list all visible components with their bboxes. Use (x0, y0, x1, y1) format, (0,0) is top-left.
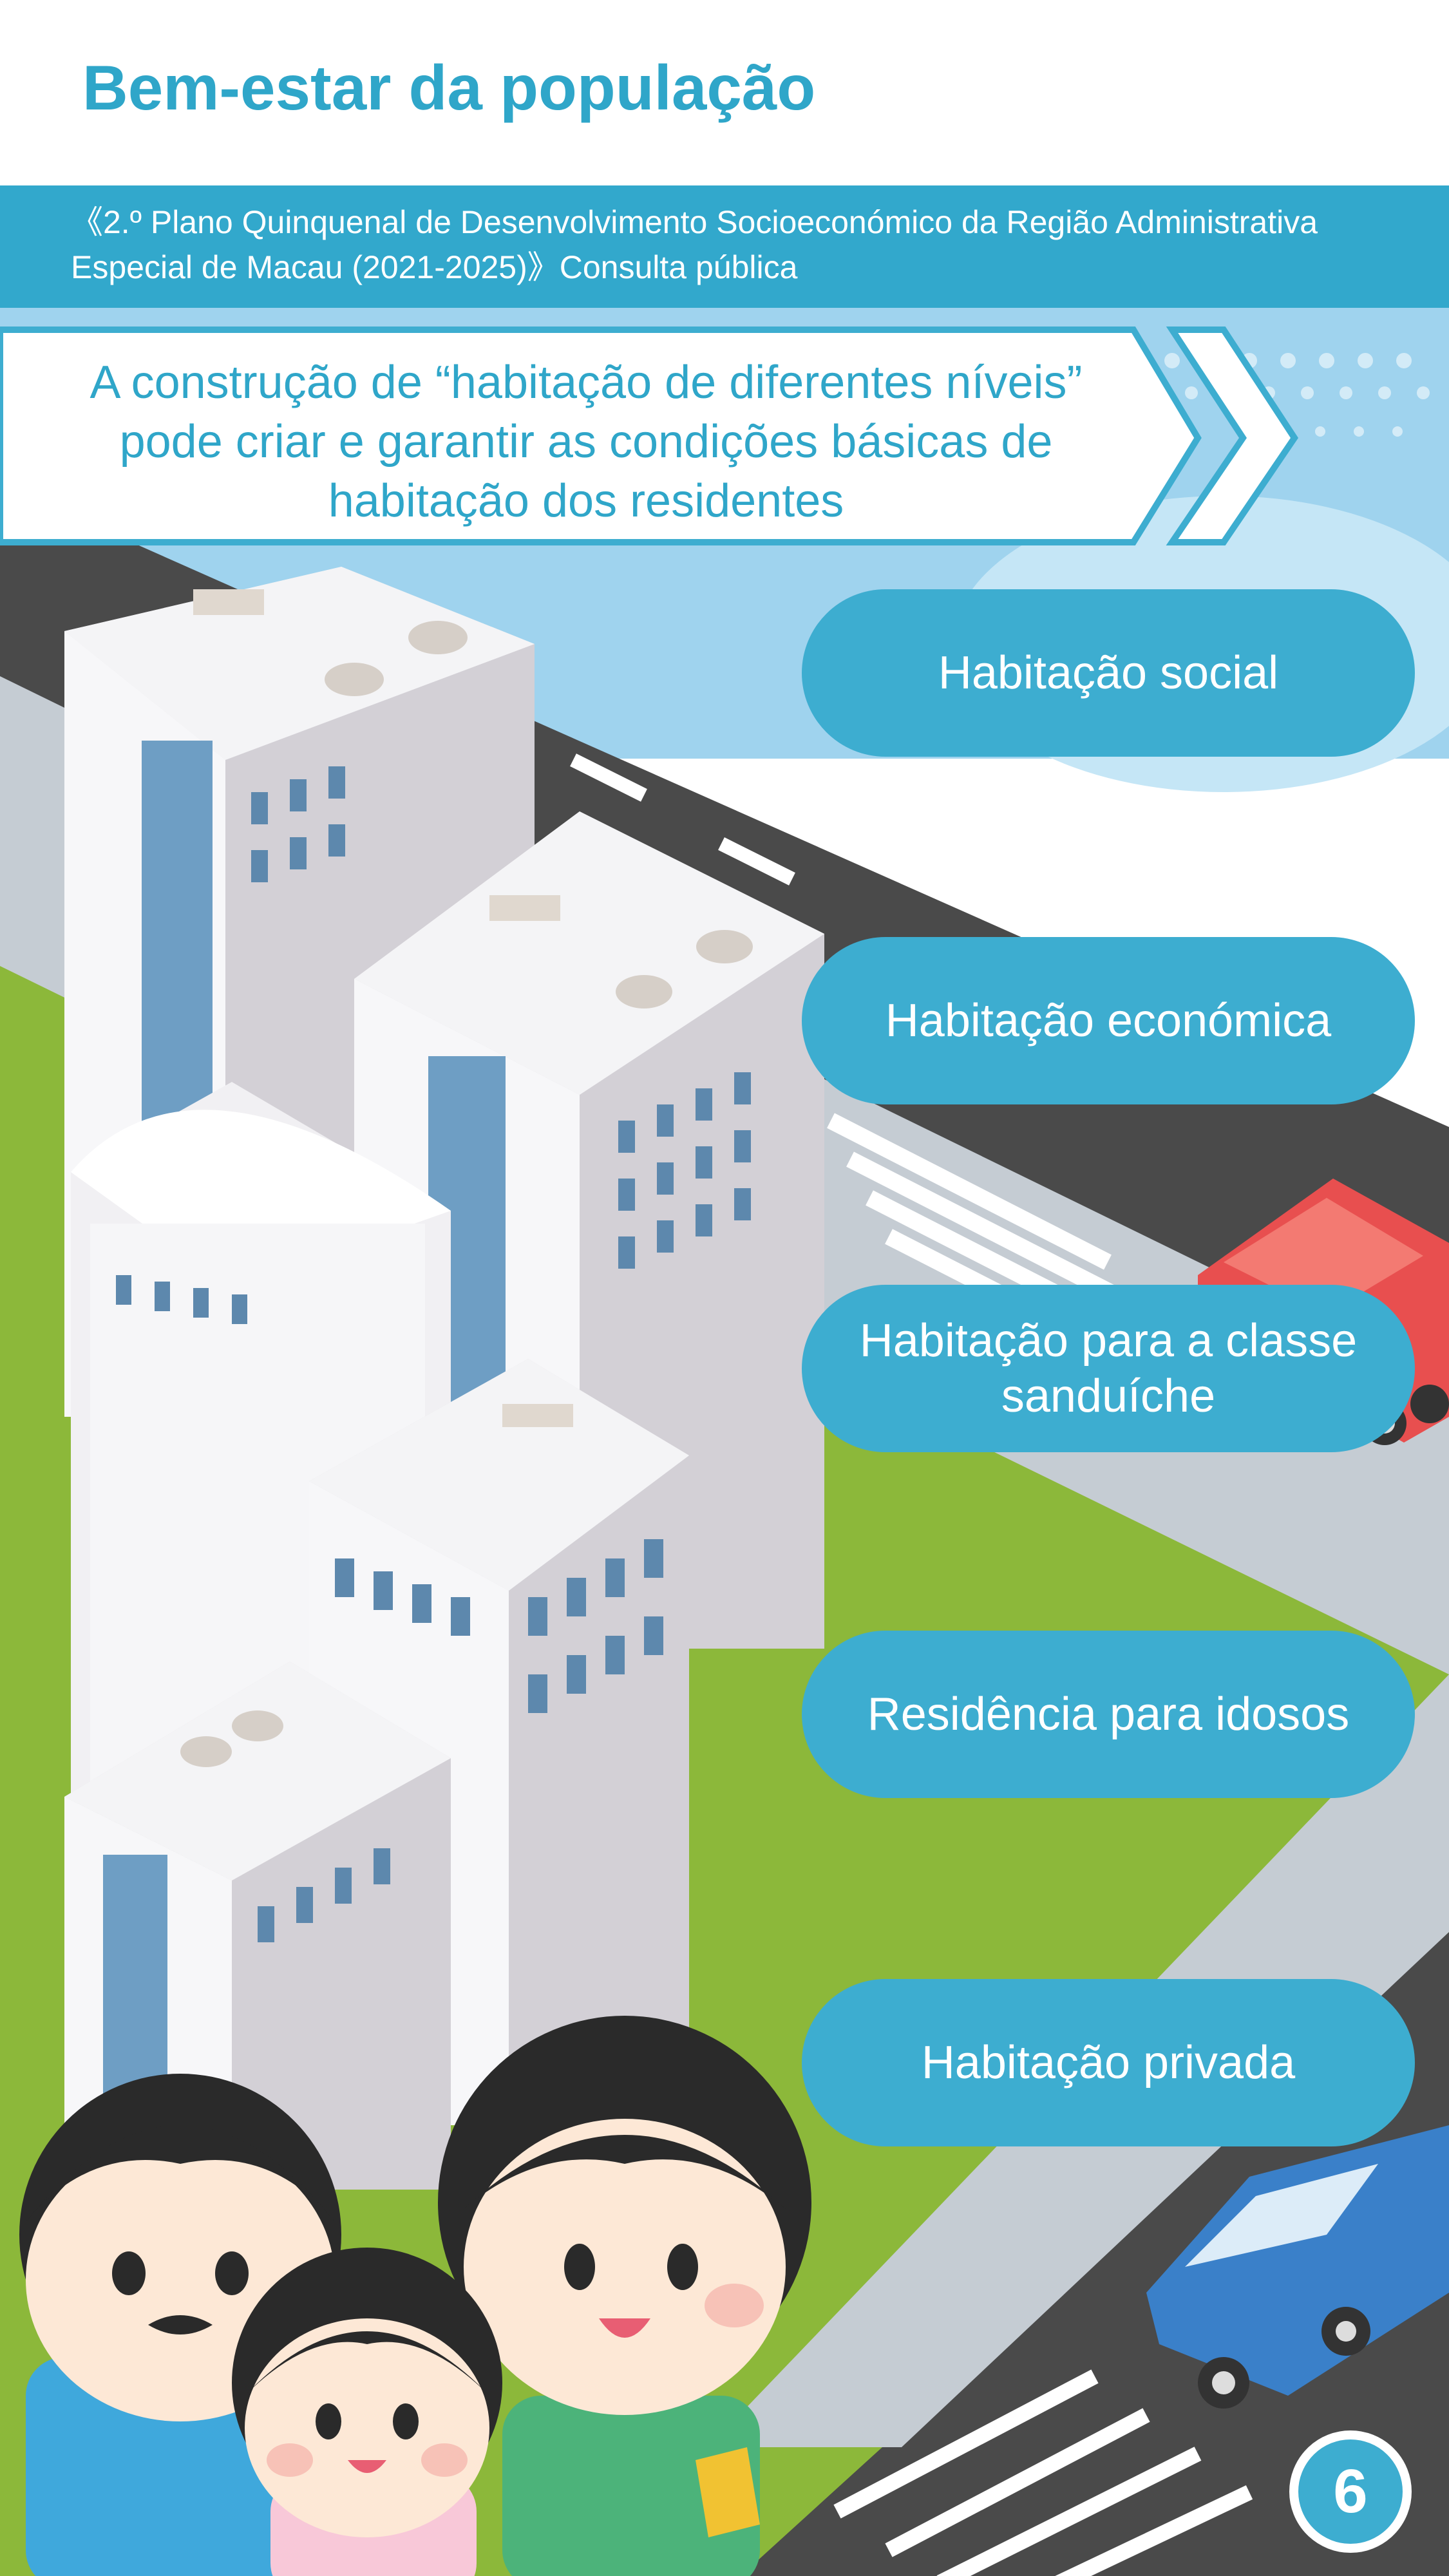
housing-type-economic: Habitação económica (802, 937, 1415, 1104)
housing-type-social: Habitação social (802, 589, 1415, 757)
banner-text: 《2.º Plano Quinquenal de Desenvolvimento… (71, 204, 1318, 285)
headline: A construção de “habitação de diferentes… (90, 357, 1083, 527)
page-number: 6 (1289, 2430, 1412, 2553)
housing-type-sandwich-class: Habitação para a classe sanduíche (802, 1285, 1415, 1452)
housing-type-elderly: Residência para idosos (802, 1631, 1415, 1798)
blue-car (1146, 2125, 1449, 2409)
subtitle-banner: 《2.º Plano Quinquenal de Desenvolvimento… (0, 185, 1449, 308)
headline-banner-shape (0, 327, 1299, 545)
housing-type-private: Habitação privada (802, 1979, 1415, 2146)
page-title: Bem-estar da população (82, 52, 816, 123)
city-illustration (0, 308, 1449, 2576)
family-illustration (19, 2016, 811, 2576)
